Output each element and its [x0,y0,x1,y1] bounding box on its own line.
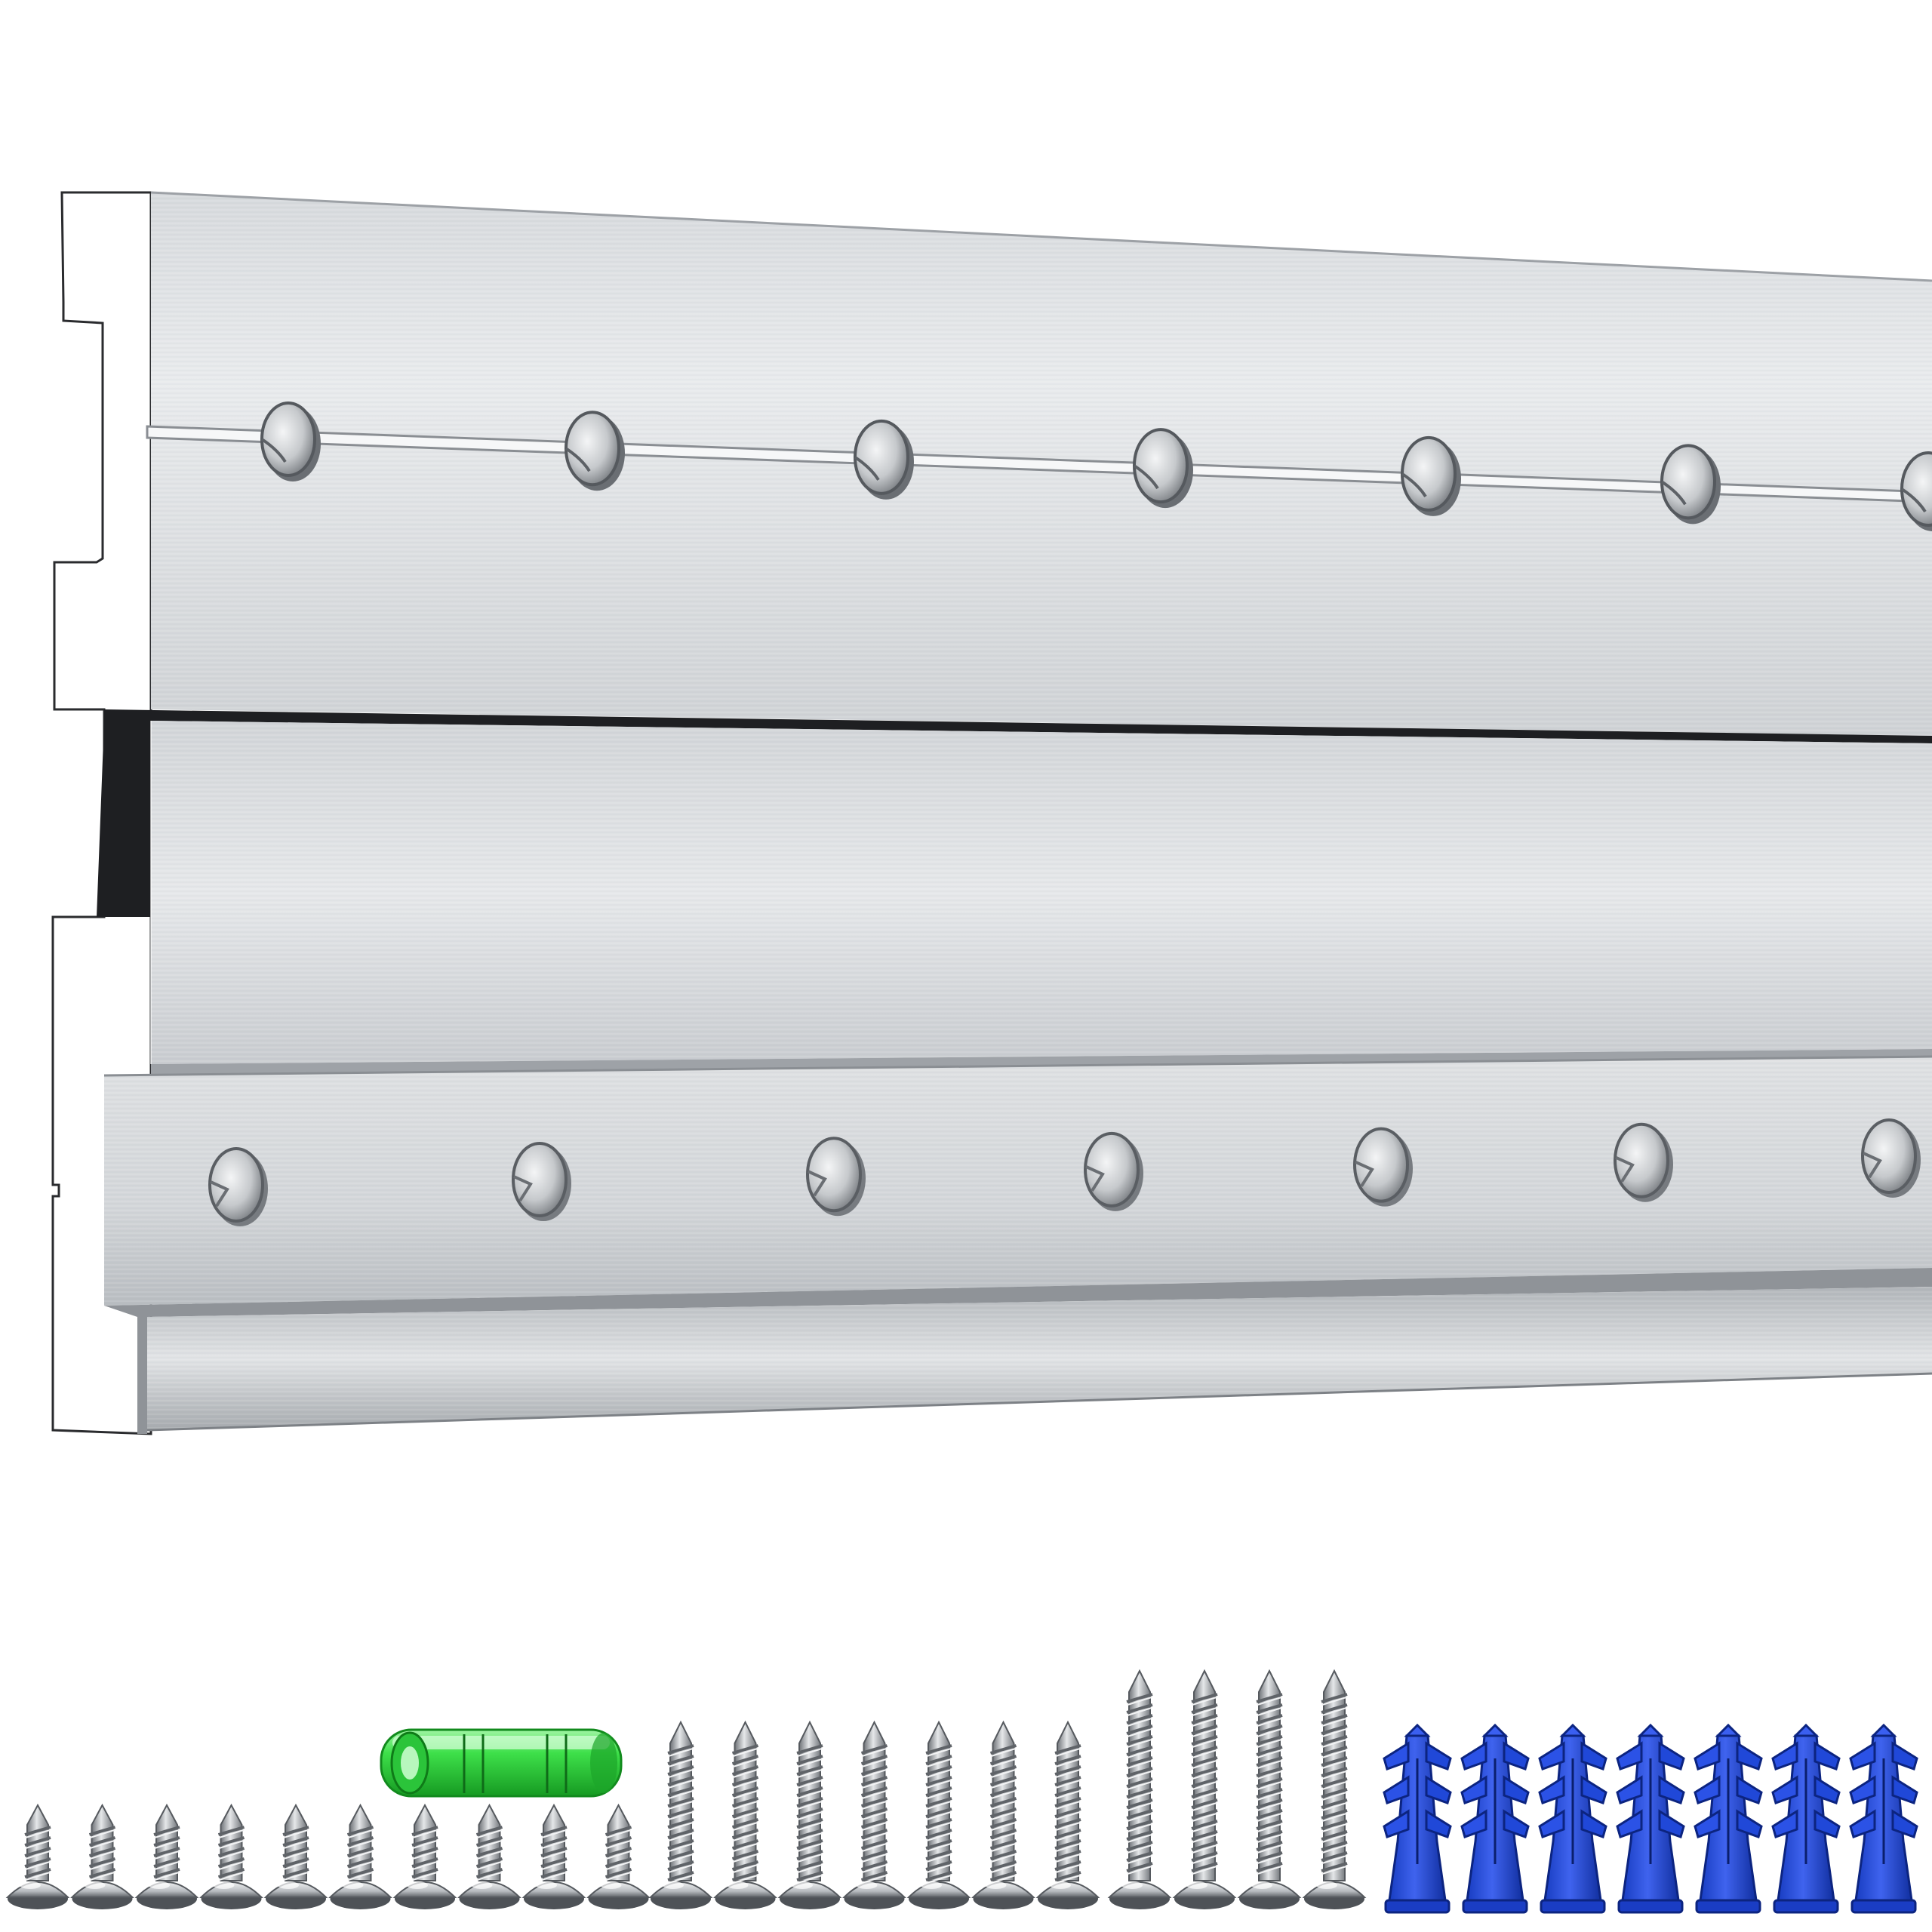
screw [586,1803,651,1909]
screw [134,1803,199,1909]
rail-hole [1133,428,1193,509]
medium-screws [648,1720,1100,1909]
screw [70,1803,134,1909]
wall-anchor [1771,1723,1841,1914]
screw [713,1720,777,1909]
screw [457,1803,521,1909]
top-mounting-holes [260,401,1932,531]
wall-anchor [1460,1723,1530,1914]
short-screws [5,1803,651,1909]
rail-hole [1084,1131,1143,1211]
wall-anchors [1383,1723,1918,1914]
screw [5,1803,70,1909]
mounting-hardware [5,1669,1918,1914]
wall-anchor [1849,1723,1918,1914]
screw [328,1803,392,1909]
bubble-level [380,1728,623,1798]
long-screws [1107,1669,1367,1909]
rail-hole [1660,444,1721,525]
rail-hole [1614,1122,1673,1202]
rail-hole [260,401,321,481]
rail-bottom-lip [104,1268,1932,1434]
screw [1035,1720,1100,1909]
wall-anchor [1383,1723,1452,1914]
screw [906,1720,971,1909]
screw [392,1803,457,1909]
rail-hole [208,1147,268,1226]
wall-anchor [1616,1723,1685,1914]
screw [1237,1669,1302,1909]
wall-anchor [1538,1723,1607,1914]
rail-hole [854,419,914,500]
rail-hole [512,1142,571,1222]
cleat-rail [51,191,1932,1435]
screw [199,1803,263,1909]
screw [1107,1669,1172,1909]
wall-anchor [1694,1723,1763,1914]
screw [648,1720,713,1909]
rail-hole [565,411,625,491]
rail-hole [1861,1118,1921,1198]
rail-hole [1401,435,1461,516]
screw [971,1720,1035,1909]
screw [777,1720,842,1909]
bottom-mounting-holes [208,1118,1921,1226]
rail-hole [806,1137,866,1217]
rail-hole [1900,451,1932,531]
screw [521,1803,586,1909]
screw [842,1720,906,1909]
rail-hole [1353,1127,1413,1207]
screw [1172,1669,1237,1909]
screw [1302,1669,1367,1909]
screw [263,1803,328,1909]
